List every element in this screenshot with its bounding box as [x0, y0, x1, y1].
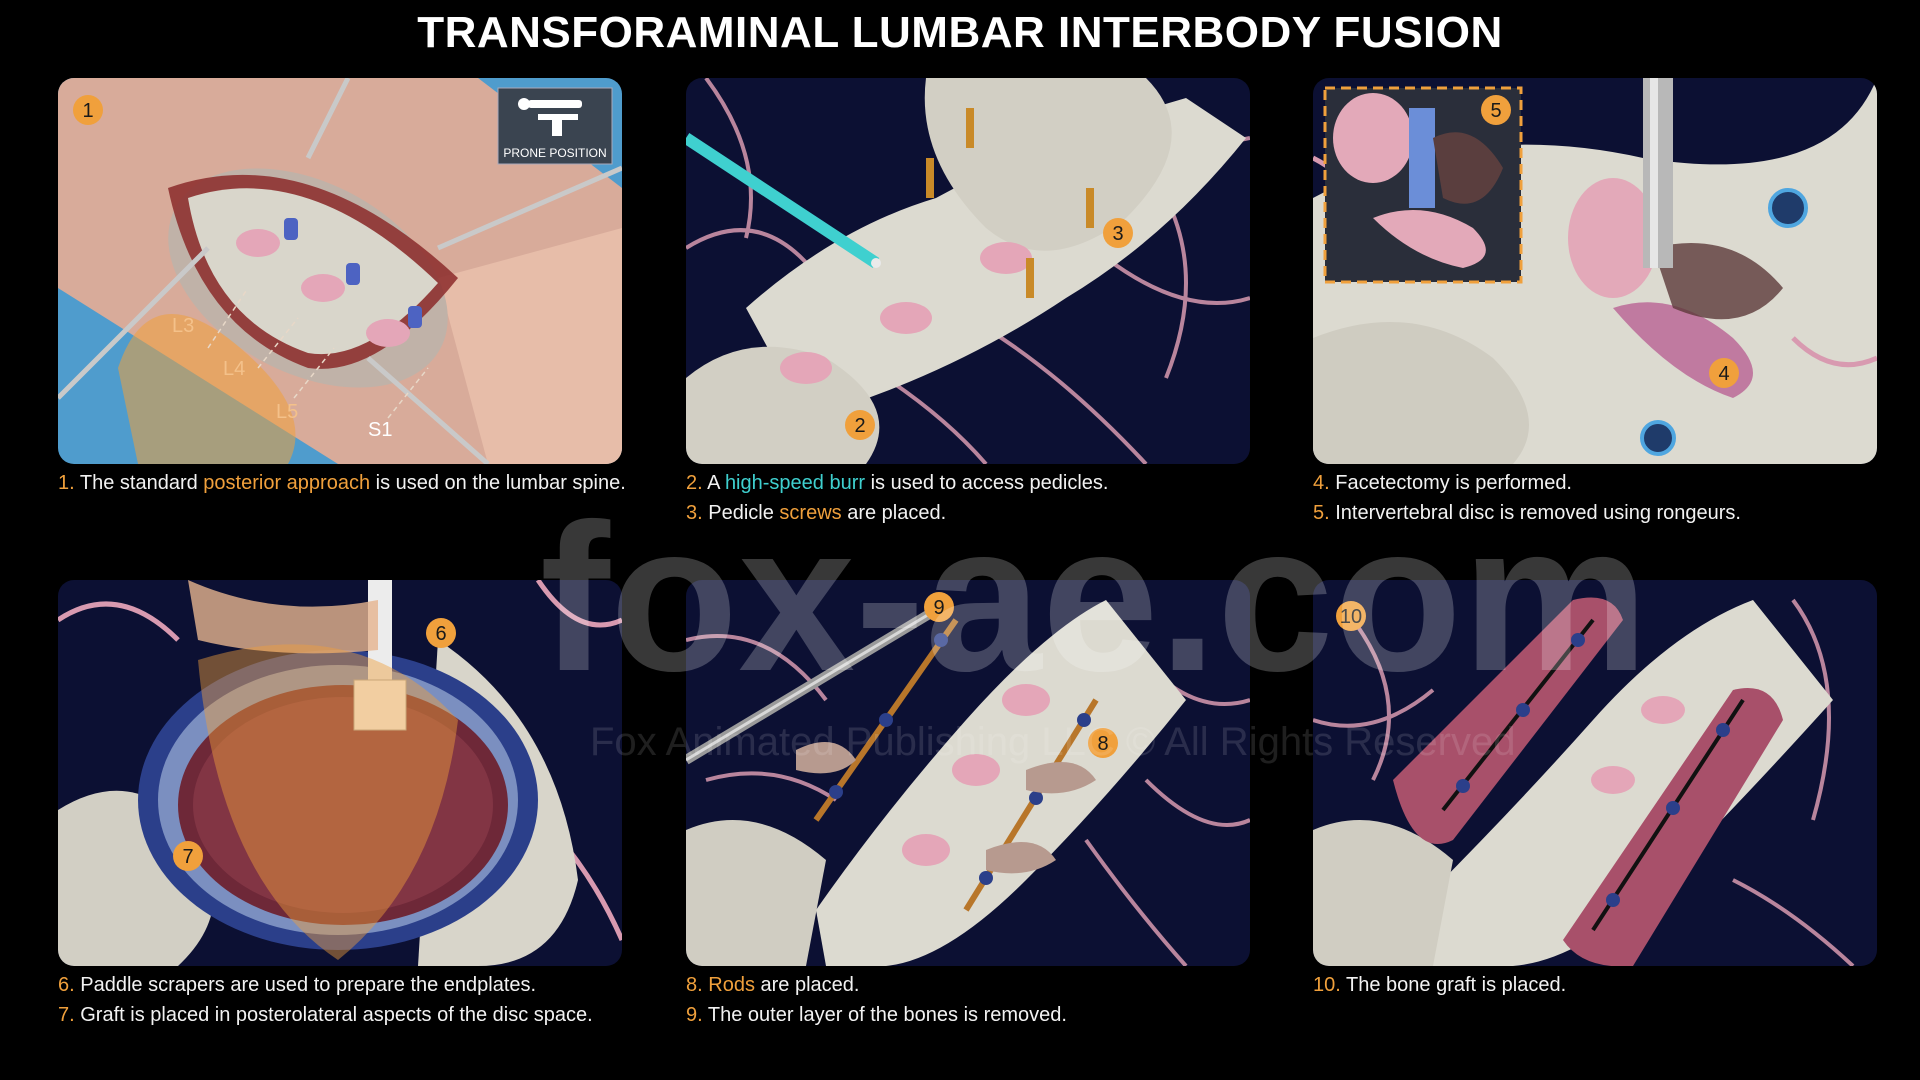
caption-8-highlight: Rods	[708, 974, 755, 996]
panel-2-illustration: 3 2	[686, 78, 1250, 464]
caption-9-text: The outer layer of the bones is removed.	[702, 1004, 1067, 1026]
caption-6-text: Paddle scrapers are used to prepare the …	[74, 974, 537, 996]
caption-9-number: 9.	[686, 1004, 703, 1026]
caption-3-number: 3.	[686, 502, 703, 524]
step-badge-9-label: 9	[933, 597, 944, 619]
level-label-l3: L3	[172, 315, 194, 337]
panel-4-endplates-graft: 6 7	[58, 580, 622, 966]
watermark-credit: Fox Animated Publishing LLC © All Rights…	[590, 720, 1516, 764]
caption-5: 5. Intervertebral disc is removed using …	[1313, 501, 1883, 526]
step-badge-4-label: 4	[1718, 363, 1729, 385]
caption-2-post: is used to access pedicles.	[865, 472, 1109, 494]
step-badge-2-label: 2	[854, 415, 865, 437]
step-badge-3-label: 3	[1112, 223, 1123, 245]
panel-5-illustration: 9 8	[686, 580, 1250, 966]
caption-1-pre: The standard	[74, 472, 204, 494]
prone-position-label: PRONE POSITION	[503, 146, 606, 160]
caption-group-2: 2. A high-speed burr is used to access p…	[686, 471, 1256, 531]
step-badge-1	[73, 95, 103, 125]
panel-1-posterior-approach: L3 L4 L5 S1 PRONE POSITION 1	[58, 78, 622, 464]
step-badge-3	[1103, 218, 1133, 248]
step-badge-7	[173, 841, 203, 871]
panel-1-illustration: L3 L4 L5 S1 PRONE POSITION 1	[58, 78, 622, 464]
caption-group-4: 6. Paddle scrapers are used to prepare t…	[58, 973, 628, 1033]
step-badge-2	[845, 410, 875, 440]
caption-group-3: 4. Facetectomy is performed. 5. Interver…	[1313, 471, 1883, 531]
step-badge-4	[1709, 358, 1739, 388]
step-badge-9	[924, 592, 954, 622]
panel-6-illustration: 10	[1313, 580, 1877, 966]
caption-group-5: 8. Rods are placed. 9. The outer layer o…	[686, 973, 1256, 1033]
panel-3-facetectomy-disc: 5 4	[1313, 78, 1877, 464]
prone-position-icon	[518, 98, 582, 136]
step-badge-10	[1336, 601, 1366, 631]
caption-3-pre: Pedicle	[702, 502, 780, 524]
panel-2-burr-screws: 3 2	[686, 78, 1250, 464]
level-label-l4: L4	[223, 358, 245, 380]
caption-group-6: 10. The bone graft is placed.	[1313, 973, 1883, 1003]
panel-5-rods-decortication: 9 8	[686, 580, 1250, 966]
watermark-logo-text: fox-ae.com	[540, 490, 1649, 710]
caption-1-highlight: posterior approach	[203, 472, 371, 494]
caption-10: 10. The bone graft is placed.	[1313, 973, 1883, 998]
caption-5-text: Intervertebral disc is removed using ron…	[1329, 502, 1741, 524]
panel-4-illustration: 6 7	[58, 580, 622, 966]
panel-3-illustration: 5 4	[1313, 78, 1877, 464]
caption-3-post: are placed.	[841, 502, 947, 524]
caption-4: 4. Facetectomy is performed.	[1313, 471, 1883, 496]
caption-8-number: 8.	[686, 974, 703, 996]
page-title: TRANSFORAMINAL LUMBAR INTERBODY FUSION	[417, 8, 1503, 57]
caption-4-text: Facetectomy is performed.	[1329, 472, 1572, 494]
step-badge-6-label: 6	[435, 623, 446, 645]
caption-9: 9. The outer layer of the bones is remov…	[686, 1003, 1256, 1028]
caption-group-1: 1. The standard posterior approach is us…	[58, 471, 628, 501]
step-badge-10-label: 10	[1340, 606, 1362, 628]
caption-6-number: 6.	[58, 974, 75, 996]
caption-1: 1. The standard posterior approach is us…	[58, 471, 628, 496]
caption-10-number: 10.	[1313, 974, 1341, 996]
caption-2-number: 2.	[686, 472, 703, 494]
panel-6-bone-graft: 10	[1313, 580, 1877, 966]
caption-7-number: 7.	[58, 1004, 75, 1026]
caption-7: 7. Graft is placed in posterolateral asp…	[58, 1003, 628, 1028]
step-badge-1-label: 1	[82, 100, 93, 122]
caption-2-pre: A	[702, 472, 725, 494]
caption-10-text: The bone graft is placed.	[1340, 974, 1567, 996]
step-badge-8-label: 8	[1097, 733, 1108, 755]
caption-1-post: is used on the lumbar spine.	[370, 472, 626, 494]
caption-8: 8. Rods are placed.	[686, 973, 1256, 998]
caption-8-post: are placed.	[754, 974, 860, 996]
level-label-l5: L5	[276, 401, 298, 423]
caption-2-highlight: high-speed burr	[724, 472, 866, 494]
step-badge-6	[426, 618, 456, 648]
level-label-s1: S1	[368, 419, 392, 441]
caption-4-number: 4.	[1313, 472, 1330, 494]
step-badge-5	[1481, 95, 1511, 125]
step-badge-7-label: 7	[182, 846, 193, 868]
caption-1-number: 1.	[58, 472, 75, 494]
caption-3: 3. Pedicle screws are placed.	[686, 501, 1256, 526]
caption-2: 2. A high-speed burr is used to access p…	[686, 471, 1256, 496]
caption-3-highlight: screws	[779, 502, 842, 524]
caption-6: 6. Paddle scrapers are used to prepare t…	[58, 973, 628, 998]
step-badge-8	[1088, 728, 1118, 758]
step-badge-5-label: 5	[1490, 100, 1501, 122]
watermark-logo: fox-ae.com	[540, 490, 1649, 710]
caption-5-number: 5.	[1313, 502, 1330, 524]
caption-7-text: Graft is placed in posterolateral aspect…	[74, 1004, 593, 1026]
